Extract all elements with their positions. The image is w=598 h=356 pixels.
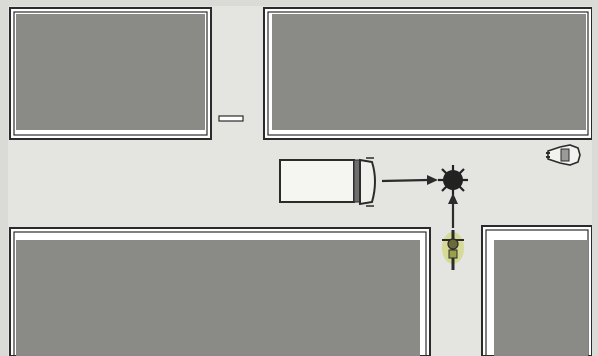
frame-left-edge [0,0,8,356]
truck-icon [279,157,376,207]
bicycle-icon [442,230,464,270]
block-bottom-right [481,225,593,356]
truck-path-arrow [381,175,438,185]
frame-top-edge [0,0,598,6]
block-top-left [9,7,212,140]
lane-marking [218,115,244,122]
block-top-right [263,7,593,140]
collision-point-icon [438,165,468,195]
block-bottom-left [9,227,431,356]
bicycle-path-arrow [448,193,458,228]
frame-right-edge [592,0,598,356]
car-icon [546,144,581,166]
